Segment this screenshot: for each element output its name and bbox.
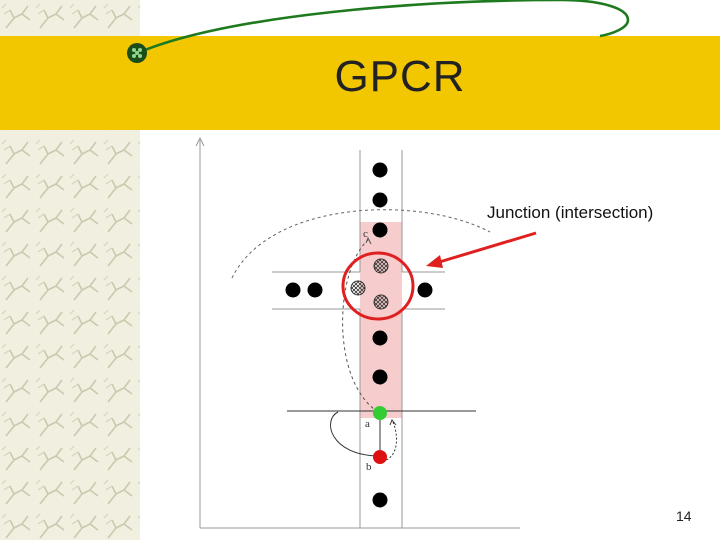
node	[372, 330, 388, 346]
forward-path	[342, 239, 379, 413]
title-band	[0, 36, 720, 130]
node	[372, 192, 388, 208]
annotation-arrow	[426, 231, 537, 268]
junction-node	[373, 294, 389, 310]
junction-nodes	[350, 258, 389, 310]
junction-annotation: Junction (intersection)	[487, 203, 654, 222]
node	[417, 282, 433, 298]
node-label-c: c	[363, 228, 368, 240]
bullet-ornament-icon	[127, 43, 147, 63]
node	[372, 369, 388, 385]
node	[307, 282, 323, 298]
junction-node	[373, 258, 389, 274]
node-a	[373, 406, 387, 420]
node-b	[373, 450, 387, 464]
node	[372, 222, 388, 238]
link-b-a	[330, 411, 379, 457]
header-swoosh	[139, 0, 630, 54]
arrowhead-icon	[389, 419, 397, 426]
slide-title: GPCR	[334, 52, 466, 101]
slide-number: 14	[676, 508, 692, 524]
reply-path	[385, 421, 397, 461]
node	[285, 282, 301, 298]
axes	[195, 136, 520, 529]
nodes	[285, 162, 433, 508]
node-label-a: a	[365, 418, 370, 430]
node	[372, 162, 388, 178]
node-label-b: b	[366, 461, 372, 473]
arrowhead-icon	[365, 236, 372, 245]
junction-highlight-circle	[341, 251, 415, 321]
junction-node	[350, 280, 366, 296]
range-arc	[231, 209, 491, 279]
node	[372, 492, 388, 508]
